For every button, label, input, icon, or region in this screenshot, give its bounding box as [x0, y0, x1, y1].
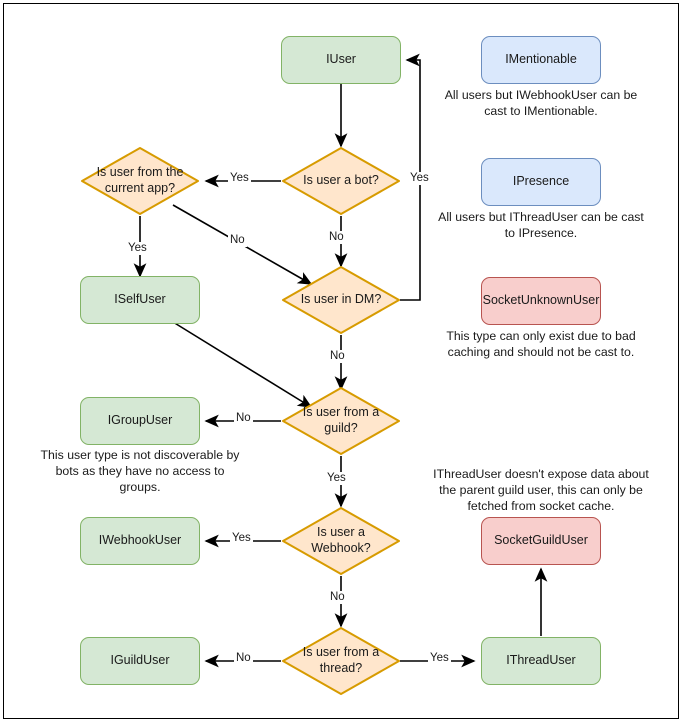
node-iguilduser[interactable]: IGuildUser	[80, 637, 200, 685]
node-iselfuser-label: ISelfUser	[114, 292, 166, 307]
decision-from-current-app-label: Is user from the current app?	[96, 165, 184, 195]
node-socketunknownuser[interactable]: SocketUnknownUser	[481, 277, 601, 325]
note-socketunknownuser: This type can only exist due to bad cach…	[446, 329, 636, 359]
node-imentionable-label: IMentionable	[505, 52, 577, 67]
decision-from-guild[interactable]: Is user from a guild?	[281, 386, 401, 456]
edge-label-guild-no: No	[234, 412, 253, 425]
decision-from-current-app[interactable]: Is user from the current app?	[80, 146, 200, 216]
decision-in-dm[interactable]: Is user in DM?	[281, 265, 401, 335]
node-iguilduser-label: IGuildUser	[110, 653, 170, 668]
is-webhook-diamond-shape	[282, 507, 400, 575]
edge-label-webhook-yes: Yes	[230, 532, 253, 545]
decision-from-thread-label: Is user from a thread?	[302, 645, 380, 675]
note-socketguilduser: IThreadUser doesn't expose data about th…	[433, 467, 649, 513]
node-imentionable[interactable]: IMentionable	[481, 36, 601, 84]
from-thread-diamond-shape	[282, 627, 400, 695]
node-ithreaduser-label: IThreadUser	[506, 653, 576, 668]
decision-from-guild-label: Is user from a guild?	[302, 405, 380, 435]
decision-is-bot-label: Is user a bot?	[303, 173, 379, 188]
node-socketguilduser[interactable]: SocketGuildUser	[481, 517, 601, 565]
node-igroupuser-label: IGroupUser	[107, 413, 173, 428]
node-iwebhookuser[interactable]: IWebhookUser	[80, 517, 200, 565]
in-dm-diamond-shape	[282, 266, 400, 334]
node-ipresence-label: IPresence	[512, 174, 570, 189]
node-ithreaduser[interactable]: IThreadUser	[481, 637, 601, 685]
decision-in-dm-label: Is user in DM?	[300, 292, 382, 307]
is-bot-diamond-shape	[282, 147, 400, 215]
edge-label-guild-yes: Yes	[325, 472, 348, 485]
node-iselfuser[interactable]: ISelfUser	[80, 276, 200, 324]
node-iwebhookuser-label: IWebhookUser	[98, 533, 182, 548]
decision-from-thread[interactable]: Is user from a thread?	[281, 626, 401, 696]
node-igroupuser[interactable]: IGroupUser	[80, 397, 200, 445]
note-igroupuser: This user type is not discoverable by bo…	[40, 448, 240, 494]
edge-label-app-yes: Yes	[126, 242, 149, 255]
node-socketguilduser-label: SocketGuildUser	[494, 533, 588, 548]
from-guild-diamond-shape	[282, 387, 400, 455]
node-ipresence[interactable]: IPresence	[481, 158, 601, 206]
edge-label-app-no: No	[228, 234, 247, 247]
edge-label-bot-no: No	[327, 231, 346, 244]
note-ipresence: All users but IThreadUser can be cast to…	[438, 210, 644, 240]
from-current-app-diamond-shape	[81, 147, 199, 215]
edge-label-dm-no: No	[328, 350, 347, 363]
decision-is-webhook[interactable]: Is user a Webhook?	[281, 506, 401, 576]
node-socketunknownuser-label: SocketUnknownUser	[482, 293, 600, 308]
edge-label-thread-no: No	[234, 652, 253, 665]
edge-label-dm-yes: Yes	[408, 172, 431, 185]
node-iuser-label: IUser	[326, 52, 356, 67]
edge-label-bot-yes: Yes	[228, 172, 251, 185]
edge-label-webhook-no: No	[328, 591, 347, 604]
decision-is-webhook-label: Is user a Webhook?	[311, 525, 371, 555]
decision-is-bot[interactable]: Is user a bot?	[281, 146, 401, 216]
edge-label-thread-yes: Yes	[428, 652, 451, 665]
node-iuser[interactable]: IUser	[281, 36, 401, 84]
edge-iselfuser-to-fromguild	[172, 321, 313, 408]
note-imentionable: All users but IWebhookUser can be cast t…	[444, 88, 638, 118]
